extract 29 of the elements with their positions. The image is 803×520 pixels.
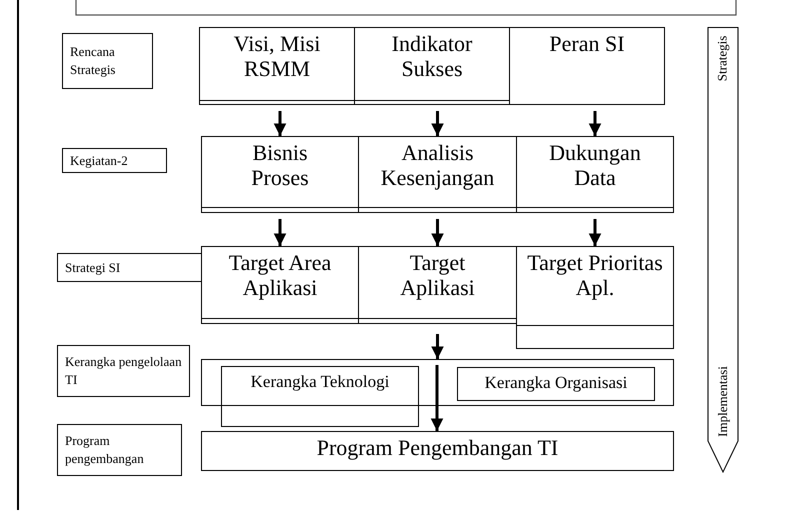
arrow (431, 334, 444, 359)
row-label-box: Rencana Strategis (62, 33, 153, 89)
band-label: Implementasi (715, 366, 730, 437)
row-label-box: Strategi SI (57, 253, 202, 282)
framework-box: Kerangka Teknologi (221, 366, 419, 427)
arrow (588, 111, 602, 136)
row-label-box: Kegiatan-2 (62, 148, 167, 173)
process-box: Target Prioritas Apl. (516, 246, 674, 349)
process-box: Target Area Aplikasi (201, 246, 359, 324)
row-label-box: Program pengembangan (57, 424, 182, 476)
band-label: Strategis (715, 35, 730, 81)
process-box: Target Aplikasi (358, 246, 517, 324)
row-label-box: Kerangka pengelolaan TI (57, 345, 190, 397)
direction-arrow-band (707, 27, 739, 473)
process-box: Peran SI (509, 27, 665, 105)
arrow (588, 219, 602, 246)
process-box: Dukungan Data (516, 136, 674, 213)
process-box: Visi, Misi RSMM (199, 27, 355, 105)
arrow (431, 219, 444, 246)
framework-box: Kerangka Organisasi (457, 367, 655, 401)
arrow (274, 111, 286, 136)
process-box: Analisis Kesenjangan (358, 136, 517, 213)
group-box (201, 359, 674, 406)
arrow (430, 365, 444, 431)
arrow (274, 219, 286, 246)
arrow (431, 111, 444, 136)
process-box: Program Pengembangan TI (201, 431, 674, 471)
process-box: Bisnis Proses (201, 136, 359, 213)
process-box: Indikator Sukses (354, 27, 510, 105)
